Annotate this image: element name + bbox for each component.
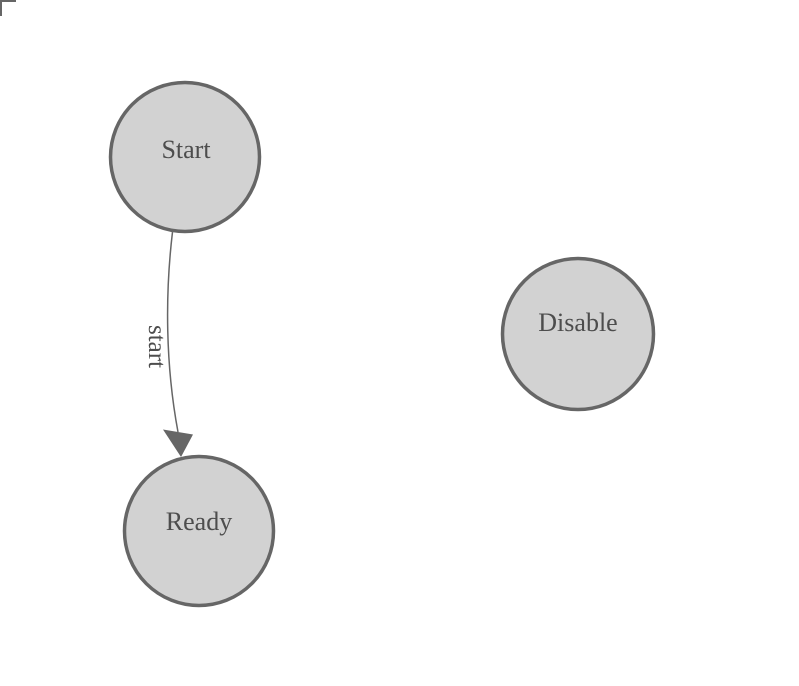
edge-path[interactable]: [166, 231, 179, 433]
edge-label[interactable]: start: [143, 325, 170, 368]
state-circle-ready[interactable]: [122, 454, 276, 608]
state-node-start[interactable]: Start: [108, 80, 262, 234]
state-node-disable[interactable]: Disable: [500, 256, 656, 412]
transition-edge-start-to-ready[interactable]: start: [143, 231, 193, 457]
state-circle-disable[interactable]: [500, 256, 656, 412]
state-label-ready: Ready: [166, 507, 232, 536]
state-label-start: Start: [161, 135, 211, 164]
state-node-ready[interactable]: Ready: [122, 454, 276, 608]
state-label-disable: Disable: [538, 308, 617, 337]
state-circle-start[interactable]: [108, 80, 262, 234]
arrowhead-icon: [163, 429, 193, 457]
canvas-corner-mark: [0, 0, 16, 16]
